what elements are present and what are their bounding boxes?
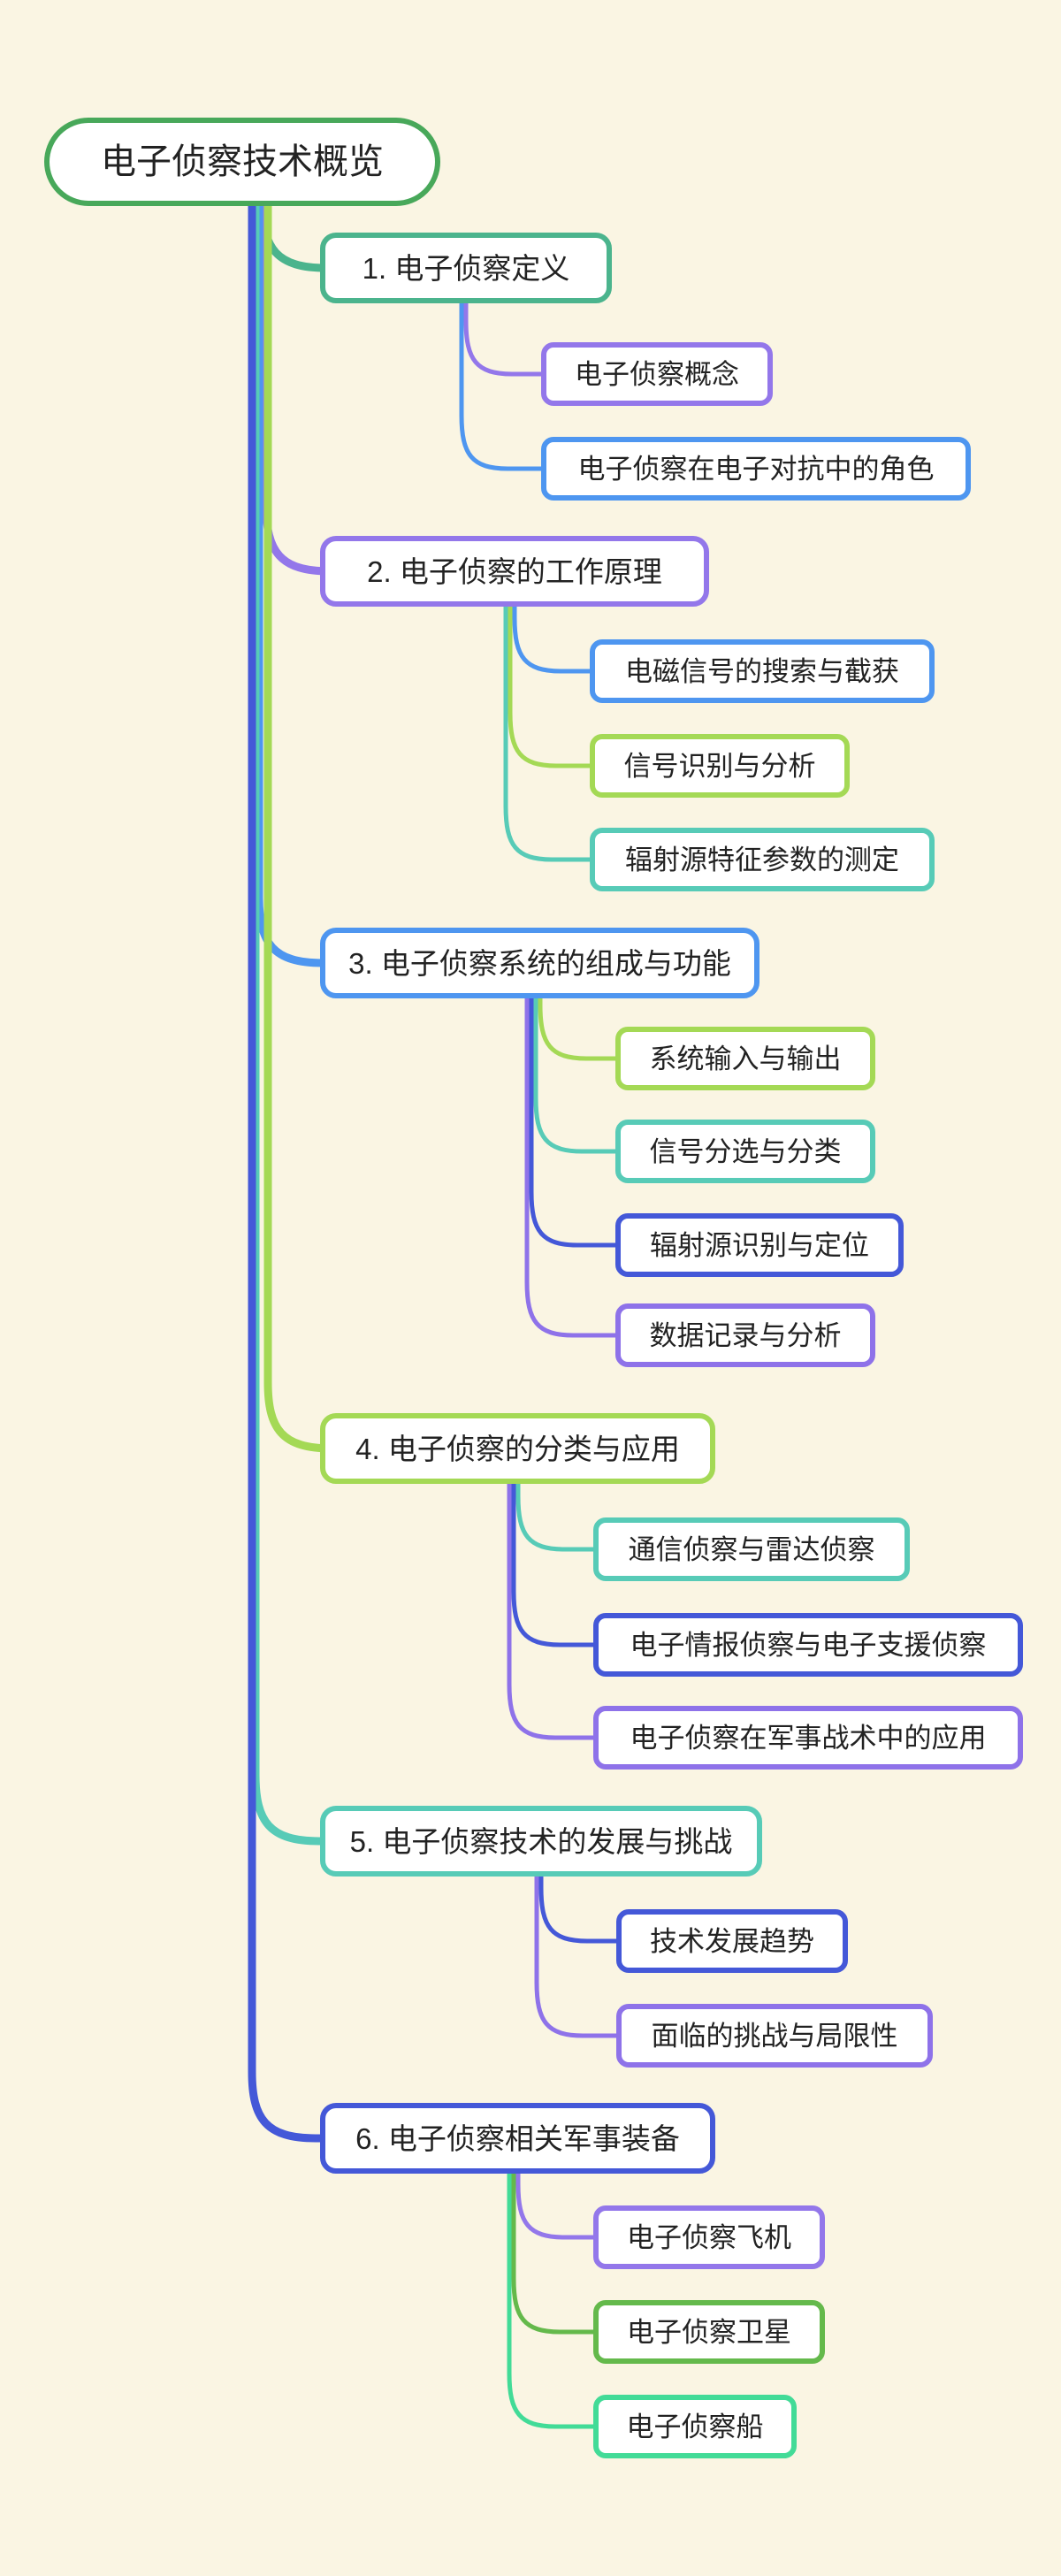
child-node-5-1[interactable]: 技术发展趋势 <box>616 1909 848 1973</box>
child-node-2-3[interactable]: 辐射源特征参数的测定 <box>590 828 935 891</box>
child-node-3-3[interactable]: 辐射源识别与定位 <box>615 1213 904 1277</box>
root-node[interactable]: 电子侦察技术概览 <box>44 118 440 206</box>
child-node-6-3[interactable]: 电子侦察船 <box>593 2395 797 2458</box>
connector <box>248 199 330 2143</box>
child-node-3-4[interactable]: 数据记录与分析 <box>615 1303 875 1367</box>
child-node-4-2[interactable]: 电子情报侦察与电子支援侦察 <box>593 1613 1023 1677</box>
child-node-4-1[interactable]: 通信侦察与雷达侦察 <box>593 1517 910 1581</box>
connector <box>507 2167 600 2429</box>
connector <box>511 2167 600 2335</box>
connector <box>538 992 622 1061</box>
connector <box>258 199 330 272</box>
child-node-2-1[interactable]: 电磁信号的搜索与截获 <box>590 639 935 703</box>
connector <box>503 600 597 862</box>
connector <box>251 199 330 1846</box>
child-node-3-1[interactable]: 系统输入与输出 <box>615 1027 875 1090</box>
connector <box>507 1478 600 1740</box>
connector <box>463 297 548 377</box>
connector <box>508 600 597 768</box>
connector <box>515 1478 600 1552</box>
child-node-1-1[interactable]: 电子侦察概念 <box>541 342 773 406</box>
child-node-6-1[interactable]: 电子侦察飞机 <box>593 2205 825 2269</box>
child-node-2-2[interactable]: 信号识别与分析 <box>590 734 850 798</box>
child-node-1-2[interactable]: 电子侦察在电子对抗中的角色 <box>541 437 971 501</box>
branch-node-3[interactable]: 3. 电子侦察系统的组成与功能 <box>320 928 759 998</box>
child-node-3-2[interactable]: 信号分选与分类 <box>615 1120 875 1183</box>
connector <box>255 199 330 967</box>
connector <box>515 2167 600 2240</box>
connector <box>459 297 548 471</box>
branch-node-6[interactable]: 6. 电子侦察相关军事装备 <box>320 2103 715 2174</box>
child-node-5-2[interactable]: 面临的挑战与局限性 <box>616 2004 933 2068</box>
connector <box>524 992 622 1338</box>
connector <box>534 1870 623 2038</box>
branch-node-4[interactable]: 4. 电子侦察的分类与应用 <box>320 1413 715 1484</box>
connector <box>263 199 332 1453</box>
connector <box>512 600 597 674</box>
child-node-4-3[interactable]: 电子侦察在军事战术中的应用 <box>593 1706 1023 1770</box>
connector <box>511 1478 600 1647</box>
connector <box>529 992 622 1248</box>
branch-node-5[interactable]: 5. 电子侦察技术的发展与挑战 <box>320 1806 762 1877</box>
connector <box>538 1870 623 1944</box>
child-node-6-2[interactable]: 电子侦察卫星 <box>593 2300 825 2364</box>
branch-node-2[interactable]: 2. 电子侦察的工作原理 <box>320 536 709 607</box>
connector <box>533 992 622 1154</box>
branch-node-1[interactable]: 1. 电子侦察定义 <box>320 233 612 303</box>
